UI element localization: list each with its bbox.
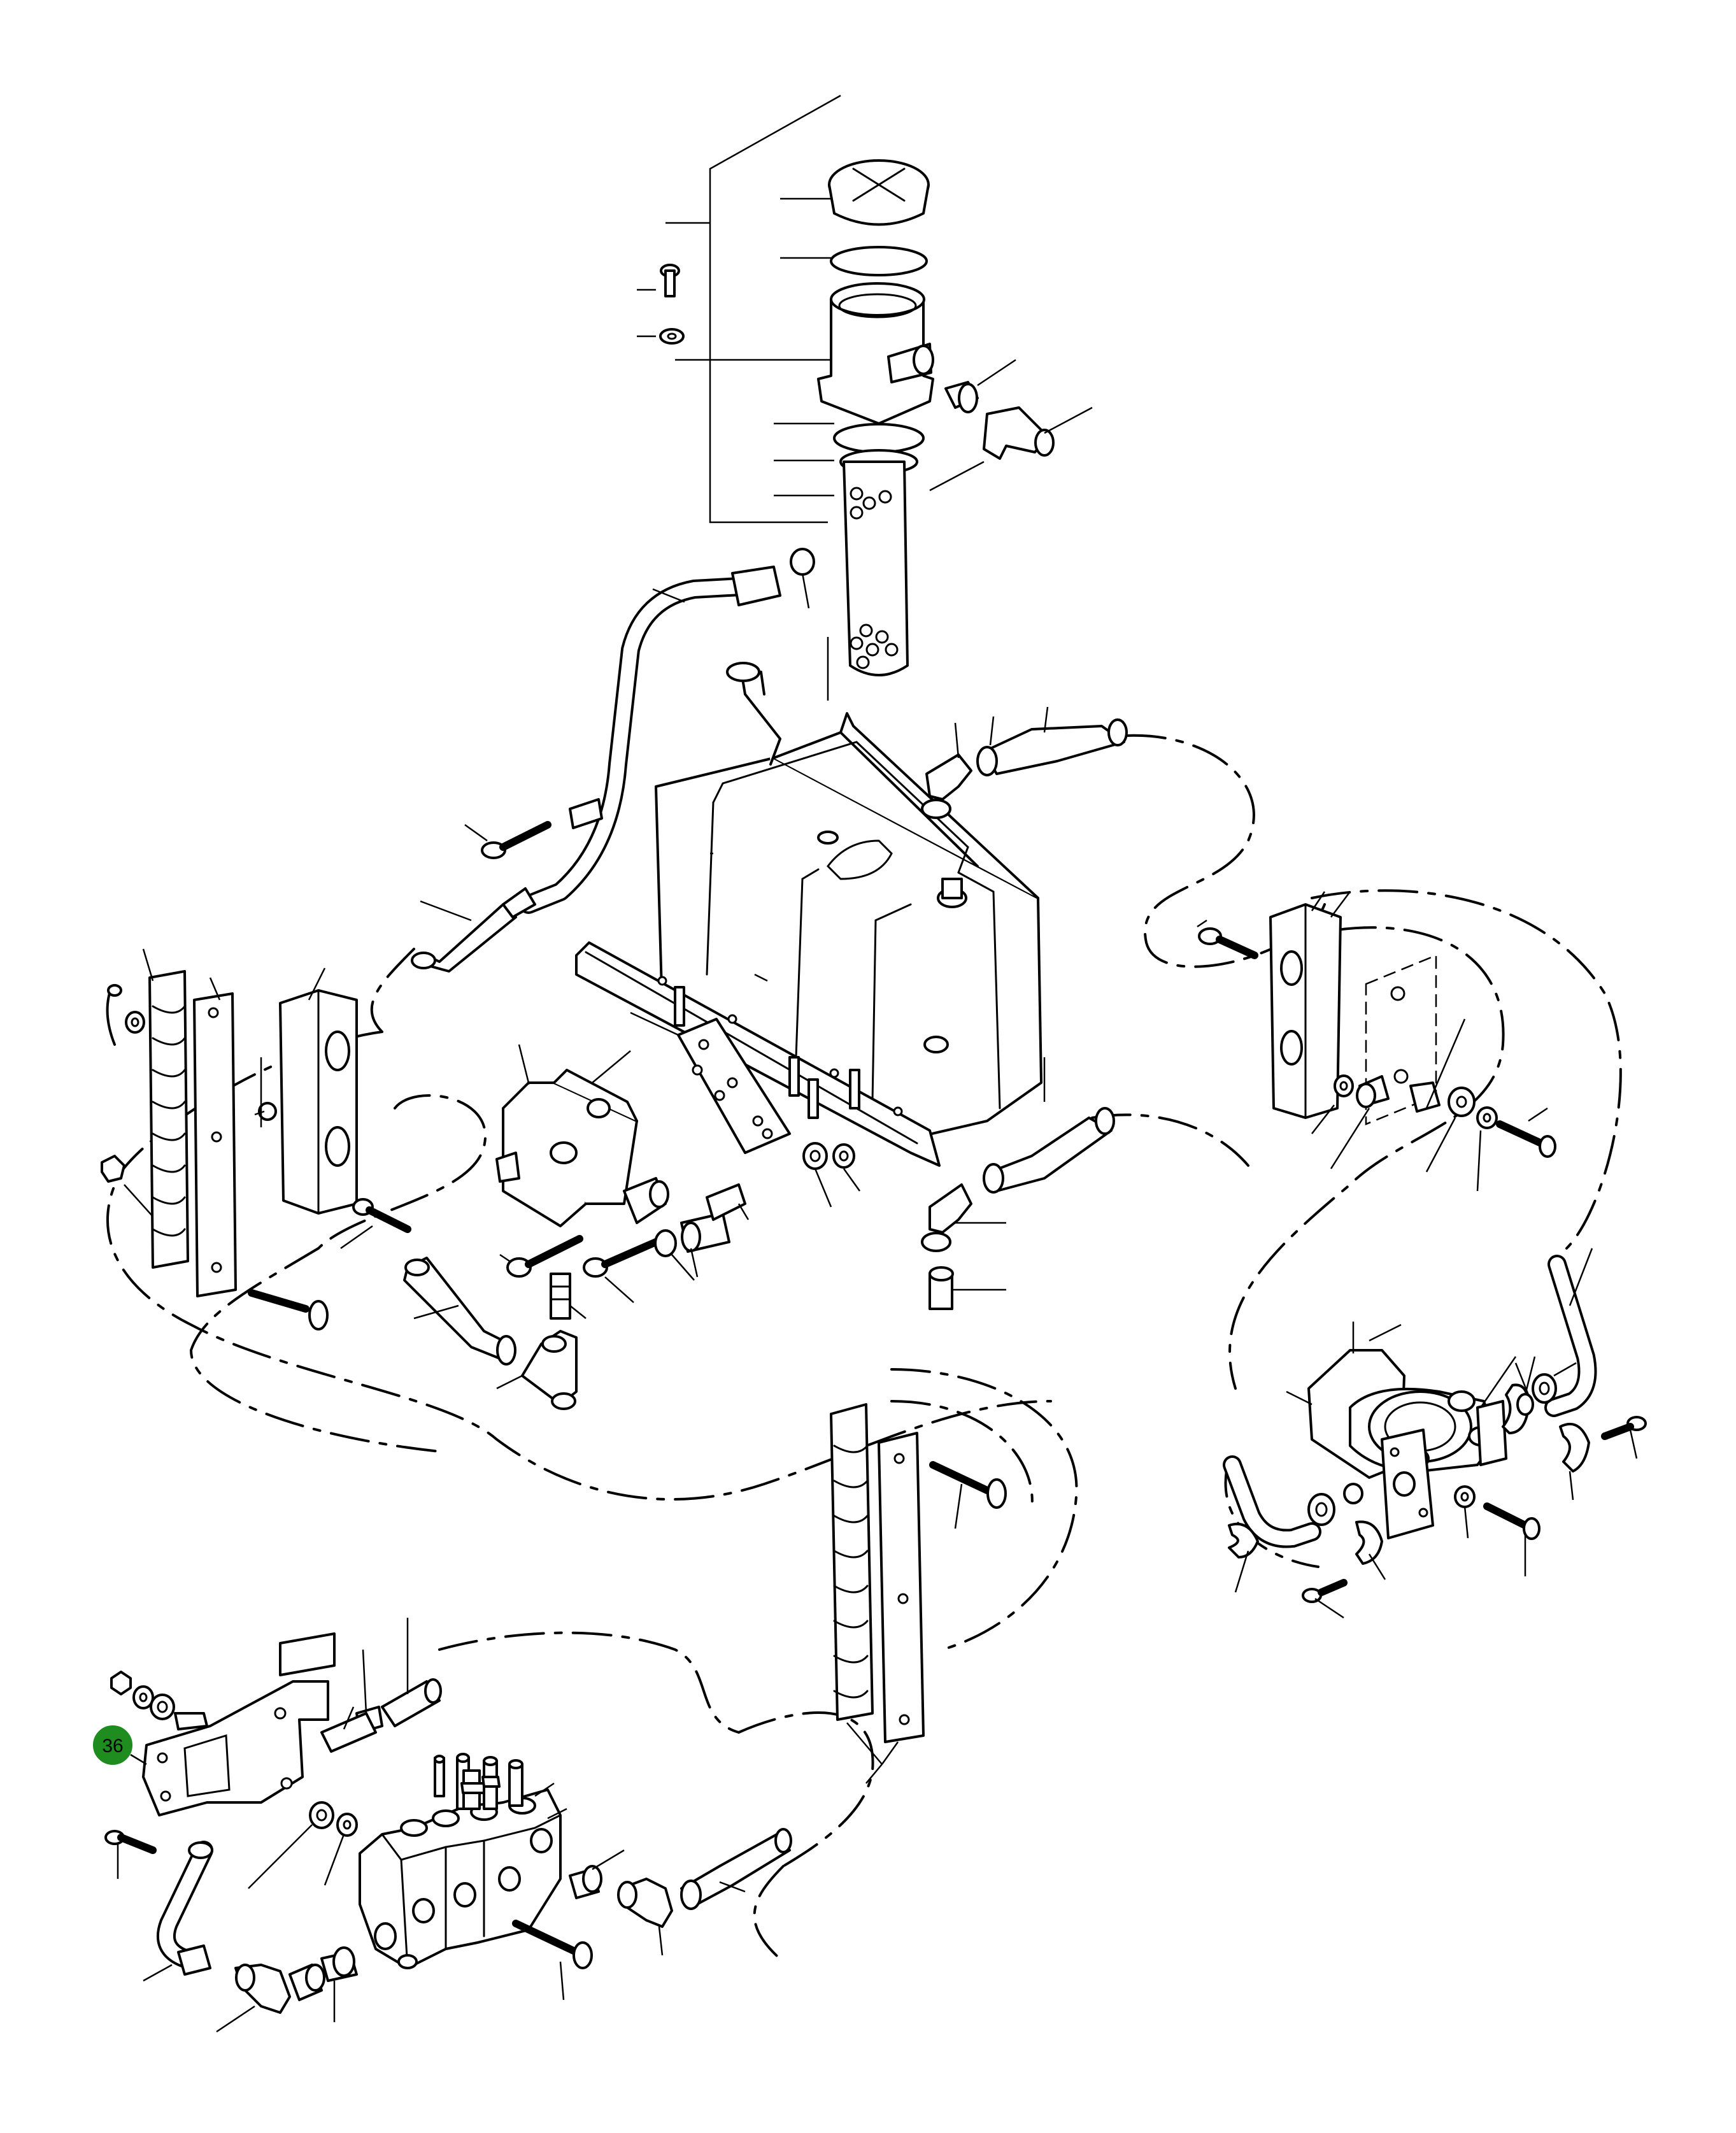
bolt-valve xyxy=(512,1920,593,2001)
stud-bottom-left xyxy=(174,1712,208,1730)
washer-top xyxy=(659,328,685,345)
flange-half-left-a xyxy=(1228,1522,1259,1593)
sleeve-bottom xyxy=(320,1706,377,1753)
control-valve xyxy=(359,1753,567,1969)
sleeve-center xyxy=(706,1183,750,1221)
breather-group-bracket xyxy=(637,94,847,524)
washer-left xyxy=(125,1011,145,1034)
fitting-right-a xyxy=(1356,1075,1390,1108)
bolt-left-clamp xyxy=(340,1198,411,1250)
elbow-valve-right xyxy=(617,1878,673,1956)
bolt-center-b xyxy=(583,1238,660,1303)
clamp-rack-center-a xyxy=(830,1403,874,1721)
screw-top xyxy=(660,264,680,297)
hose-valve-right xyxy=(680,1828,792,1910)
clip-tank-mount xyxy=(569,798,603,829)
o-ring-1 xyxy=(790,548,815,609)
fitting-pump-lower xyxy=(1307,1493,1335,1526)
breather-cap xyxy=(828,159,930,226)
seal-ring-top xyxy=(830,246,928,276)
bolt-left-long xyxy=(248,1289,329,1330)
tee-center xyxy=(496,1330,578,1410)
hydraulic-tank xyxy=(575,662,1042,1167)
washer-bottom-left-a xyxy=(132,1685,154,1709)
hose-bottom-upper xyxy=(381,1618,442,1727)
spacer-right xyxy=(1409,1081,1441,1113)
nipple-bottom-left xyxy=(320,1946,358,2022)
bolt-right-long xyxy=(1496,1107,1556,1158)
callout-badge xyxy=(93,1725,132,1765)
washers-tank xyxy=(802,1142,861,1208)
spacer-center xyxy=(680,1212,730,1278)
flange-half-right-lower xyxy=(1559,1423,1590,1501)
bolt-bottom-left xyxy=(104,1830,157,1879)
bolt-tank-mount xyxy=(464,821,551,859)
bolt-pump xyxy=(1483,1502,1540,1576)
fitting-flange-right xyxy=(1532,1362,1577,1404)
fitting-bottom-left xyxy=(288,1964,325,2001)
clamp-rack-center-b xyxy=(878,1432,925,1743)
clamp-block-left xyxy=(279,967,358,1215)
nut-bottom-left xyxy=(110,1671,132,1695)
nut-left xyxy=(101,1155,153,1217)
screw-right-lower xyxy=(1302,1579,1348,1619)
strainer-tube xyxy=(843,460,909,676)
tee-fitting-top xyxy=(983,406,1093,460)
bolt-right-clamp-upper xyxy=(1197,919,1258,959)
washer-bottom-mid-b xyxy=(324,1813,358,1886)
washers-right xyxy=(1448,1087,1498,1129)
callout-label: 36 xyxy=(102,1736,123,1757)
washer-center xyxy=(654,1229,695,1281)
elbow-fitting-upper xyxy=(921,722,972,819)
fitting-valve-right xyxy=(569,1849,625,1899)
washer-pump-a xyxy=(1343,1483,1363,1504)
return-pipe xyxy=(519,566,781,914)
washer-bottom-mid-a xyxy=(248,1801,334,1889)
hose-left-upper xyxy=(411,887,536,973)
washer-small-left xyxy=(254,1102,277,1121)
screw-right-upper xyxy=(1601,1416,1647,1459)
bolt-center-a xyxy=(499,1235,583,1278)
hose-right-suction xyxy=(1544,1248,1597,1417)
washer-right-a xyxy=(1334,1074,1354,1097)
bracket-bottom-left xyxy=(142,1632,336,1816)
callout-36: 36 xyxy=(93,1725,147,1766)
cotter-pin xyxy=(106,984,122,1046)
nipple-fitting-top xyxy=(944,359,1016,413)
flange-half-left-b xyxy=(1355,1520,1386,1580)
clamp-block-right xyxy=(1269,891,1351,1119)
bolt-center-rack xyxy=(929,1461,1007,1529)
nipple-lower-right xyxy=(928,1266,1006,1310)
clamp-rack-left-a xyxy=(142,948,189,1269)
elbow-bottom-left xyxy=(216,1964,291,2033)
o-ring-right xyxy=(1516,1356,1536,1416)
washer-pump-b xyxy=(1454,1485,1476,1539)
hose-bottom-left-vertical xyxy=(143,1841,213,1982)
relief-valve-block xyxy=(495,1044,669,1227)
gear-pump xyxy=(1286,1322,1517,1539)
elbow-fitting-lower xyxy=(921,1183,1006,1252)
washer-bottom-left-b xyxy=(150,1694,175,1720)
hose-left-lower xyxy=(403,1257,516,1366)
hose-routing-lines xyxy=(106,734,1622,1963)
clamp-rack-left-b xyxy=(193,977,237,1297)
hose-right-pressure xyxy=(1223,1455,1321,1548)
cover-plate xyxy=(630,1011,791,1154)
hose-lower-right xyxy=(983,1057,1115,1194)
hose-upper-right xyxy=(976,706,1128,776)
nipple-center xyxy=(550,1273,587,1320)
filler-neck xyxy=(817,282,934,425)
